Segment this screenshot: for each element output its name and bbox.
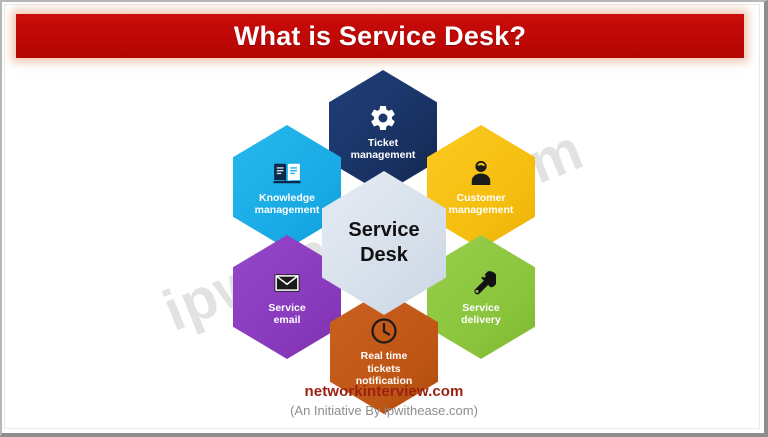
hex-label-ticket-management: Ticket management bbox=[350, 136, 416, 162]
clock-icon bbox=[369, 316, 399, 346]
page-title: What is Service Desk? bbox=[233, 20, 527, 51]
service-desk-hexagon-diagram: Service Desk Ticket management Knowledge… bbox=[0, 58, 768, 414]
hex-label-knowledge-management: Knowledge management bbox=[254, 191, 320, 217]
person-icon bbox=[466, 158, 496, 188]
hex-center-label: Service Desk bbox=[348, 219, 420, 266]
footer-subtitle: (An Initiative By ipwithease.com) bbox=[290, 403, 478, 418]
title-banner: What is Service Desk? bbox=[16, 14, 744, 58]
wrench-icon bbox=[466, 268, 496, 298]
gear-icon bbox=[368, 103, 398, 133]
hex-label-service-delivery: Service delivery bbox=[461, 301, 501, 327]
hex-label-service-email: Service email bbox=[268, 301, 306, 327]
envelope-icon bbox=[272, 268, 302, 298]
footer-brand: networkinterview.com bbox=[304, 383, 464, 400]
footer: networkinterview.com (An Initiative By i… bbox=[0, 382, 768, 420]
open-book-icon bbox=[272, 158, 302, 188]
hex-label-customer-management: Customer management bbox=[448, 191, 514, 217]
hex-label-real-time-tickets-notification: Real time tickets notification bbox=[355, 350, 413, 388]
